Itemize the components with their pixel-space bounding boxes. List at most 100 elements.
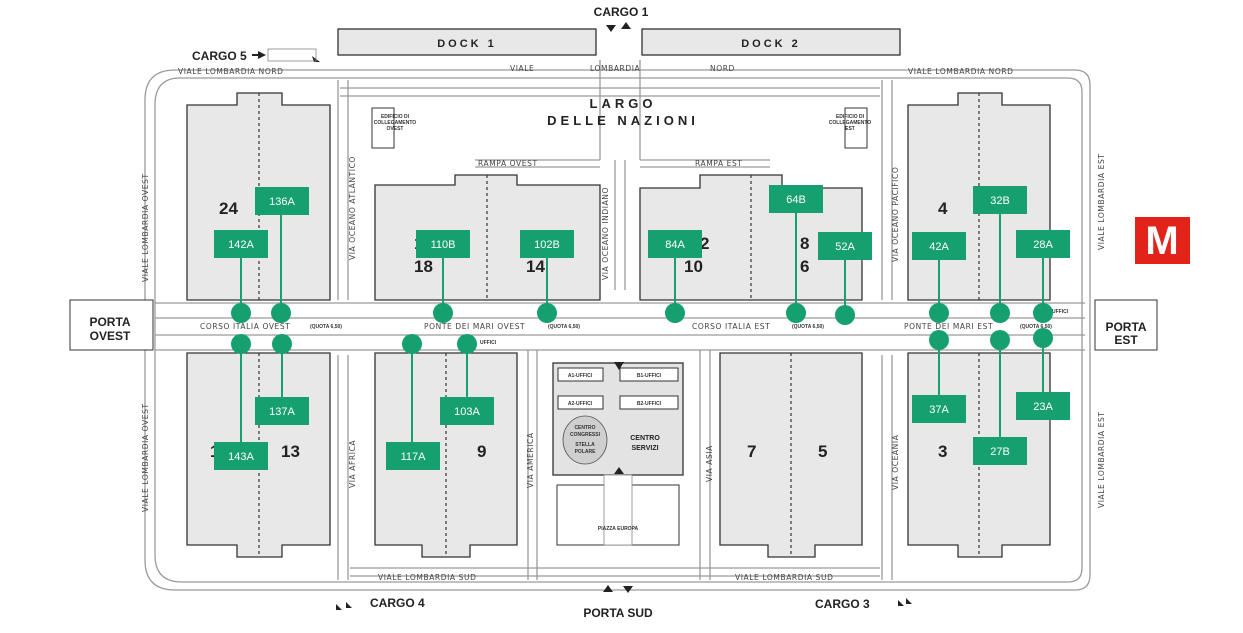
stand-pin-84A[interactable]: 84A <box>648 230 702 323</box>
street-lombardia-est-top: VIALE LOMBARDIA EST <box>1097 153 1106 250</box>
pin-dot[interactable] <box>271 303 291 323</box>
quota-label-3: (QUOTA 6,50) <box>792 324 824 330</box>
pin-label: 52A <box>835 241 855 253</box>
dock-2-label: DOCK 2 <box>741 38 801 50</box>
porta-sud-label: PORTA SUD <box>583 606 653 620</box>
street-lombardia-nord-right: VIALE LOMBARDIA NORD <box>908 67 1014 76</box>
pin-label: 28A <box>1033 239 1053 251</box>
pin-label-box[interactable] <box>973 186 1027 214</box>
pin-label-box[interactable] <box>255 187 309 215</box>
porta-ovest-line-1: PORTA <box>89 315 130 329</box>
pin-label-box[interactable] <box>1016 230 1070 258</box>
congressi-text-4: POLARE <box>575 449 597 455</box>
pin-label-box[interactable] <box>255 397 309 425</box>
hall-number-24: 24 <box>219 199 238 218</box>
pin-label-box[interactable] <box>912 232 966 260</box>
pin-dot[interactable] <box>929 330 949 350</box>
pin-label: 84A <box>665 239 685 251</box>
porta-ovest-box <box>69 299 154 351</box>
stand-pin-137A[interactable]: 137A <box>255 334 309 425</box>
pin-dot[interactable] <box>231 334 251 354</box>
pin-dot[interactable] <box>929 303 949 323</box>
pin-label: 117A <box>401 451 427 463</box>
congressi-text-2: CONGRESSI <box>570 432 601 438</box>
metro-icon[interactable]: M <box>1135 217 1190 264</box>
road-network <box>144 60 1091 591</box>
stand-pin-37A[interactable]: 37A <box>912 330 966 423</box>
street-lombardia-ovest-top: VIALE LOMBARDIA OVEST <box>141 173 150 282</box>
stand-pin-28A[interactable]: 28A <box>1016 230 1070 323</box>
pin-dot[interactable] <box>1033 328 1053 348</box>
stand-pin-117A[interactable]: 117A <box>386 334 440 470</box>
pin-label-box[interactable] <box>973 437 1027 465</box>
pin-dot[interactable] <box>835 305 855 325</box>
pin-dot[interactable] <box>231 303 251 323</box>
pin-label-box[interactable] <box>520 230 574 258</box>
pin-label-box[interactable] <box>416 230 470 258</box>
pin-dot[interactable] <box>990 303 1010 323</box>
uffici-left-label: UFFICI <box>480 340 497 346</box>
stand-pin-142A[interactable]: 142A <box>214 230 268 323</box>
pin-label-box[interactable] <box>214 442 268 470</box>
plaza-line-1: LARGO <box>590 96 657 111</box>
stand-pin-27B[interactable]: 27B <box>973 330 1027 465</box>
hall-number-5: 5 <box>818 442 827 461</box>
pin-label-box[interactable] <box>386 442 440 470</box>
pin-label-box[interactable] <box>769 185 823 213</box>
quota-label-2: (QUOTA 6,50) <box>548 324 580 330</box>
metro-letter: M <box>1145 219 1178 263</box>
stand-pin-64B[interactable]: 64B <box>769 185 823 323</box>
edificio-est-text-3: EST <box>845 126 855 132</box>
street-lombardia-est-bottom: VIALE LOMBARDIA EST <box>1097 411 1106 508</box>
stand-pin-32B[interactable]: 32B <box>973 186 1027 323</box>
pin-dot[interactable] <box>786 303 806 323</box>
pin-dot[interactable] <box>665 303 685 323</box>
pin-label-box[interactable] <box>440 397 494 425</box>
pin-label: 102B <box>534 239 560 251</box>
street-ponte-dei-mari-ovest: PONTE DEI MARI OVEST <box>424 322 525 331</box>
arrow-up-icon <box>614 467 624 474</box>
porta-est-line-2: EST <box>1114 333 1138 347</box>
stand-pin-110B[interactable]: 110B <box>416 230 470 323</box>
pin-dot[interactable] <box>1033 303 1053 323</box>
pin-label-box[interactable] <box>1016 392 1070 420</box>
pin-label-box[interactable] <box>214 230 268 258</box>
centro-congressi <box>562 415 608 465</box>
hall-number-3: 3 <box>938 442 947 461</box>
stand-pin-102B[interactable]: 102B <box>520 230 574 323</box>
pin-dot[interactable] <box>433 303 453 323</box>
street-oceania: VIA OCEANIA <box>891 434 900 490</box>
pin-label-box[interactable] <box>648 230 702 258</box>
hall-number-10: 10 <box>684 257 703 276</box>
pin-dot[interactable] <box>457 334 477 354</box>
pin-label-box[interactable] <box>912 395 966 423</box>
stand-pin-42A[interactable]: 42A <box>912 232 966 323</box>
stand-pin-52A[interactable]: 52A <box>818 232 872 325</box>
edificio-collegamento-est <box>844 107 868 149</box>
pin-dot[interactable] <box>990 330 1010 350</box>
edificio-est-text-1: EDIFICIO DI <box>836 114 865 120</box>
stand-pin-136A[interactable]: 136A <box>255 187 309 323</box>
stand-pin-143A[interactable]: 143A <box>214 334 268 470</box>
pin-label: 137A <box>269 406 295 418</box>
arrow-up-icon <box>603 585 613 592</box>
a1-uffici-label: A1-UFFICI <box>568 373 593 379</box>
pin-dot[interactable] <box>272 334 292 354</box>
street-corso-italia-ovest: CORSO ITALIA OVEST <box>200 322 290 331</box>
stand-pin-103A[interactable]: 103A <box>440 334 494 425</box>
stand-pin-23A[interactable]: 23A <box>1016 328 1070 420</box>
street-nord-center-2: LOMBARDIA <box>590 64 641 73</box>
pin-label: 103A <box>454 406 480 418</box>
pin-label: 143A <box>228 451 254 463</box>
pin-label: 37A <box>929 404 949 416</box>
edificio-ovest-text-3: OVEST <box>387 126 404 132</box>
pin-label: 42A <box>929 241 949 253</box>
b2-uffici-label: B2-UFFICI <box>637 401 662 407</box>
plaza-line-2: DELLE NAZIONI <box>547 113 699 128</box>
congressi-text-3: STELLA <box>575 442 595 448</box>
pin-dot[interactable] <box>402 334 422 354</box>
hall-number-4: 4 <box>938 199 948 218</box>
pin-label-box[interactable] <box>818 232 872 260</box>
pin-dot[interactable] <box>537 303 557 323</box>
